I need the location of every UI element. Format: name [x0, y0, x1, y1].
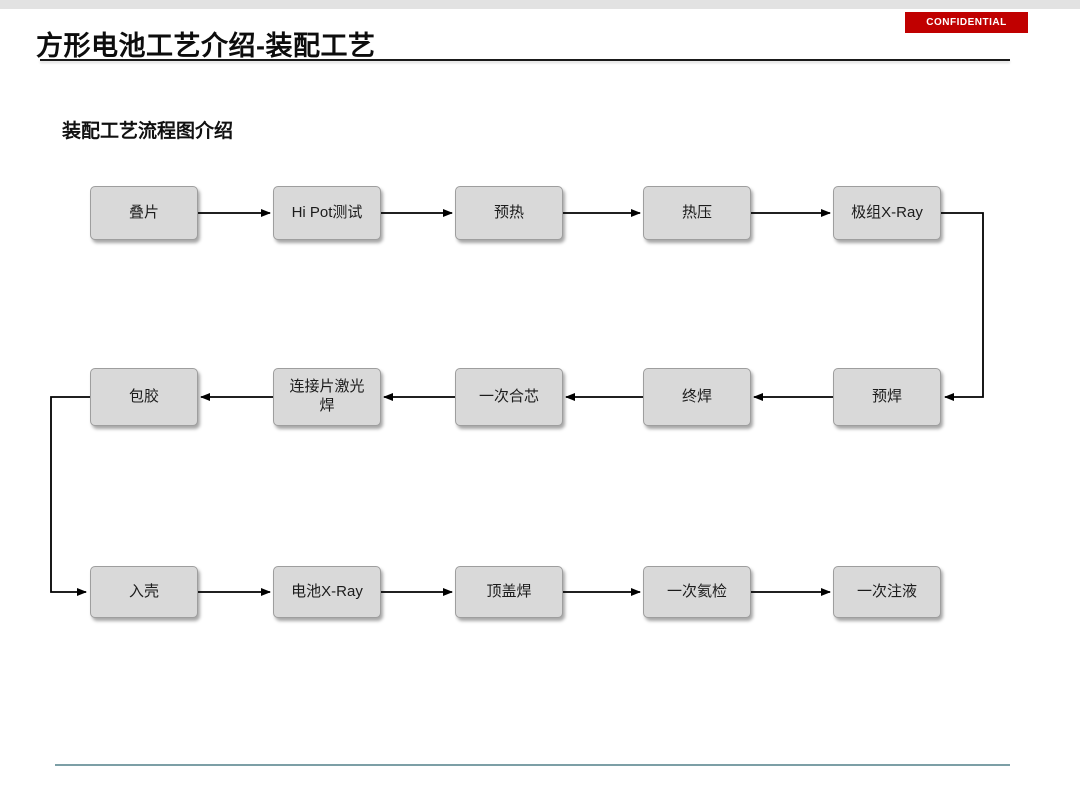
flow-node-r1c5: 极组X-Ray [833, 186, 941, 240]
flow-node-r3c5: 一次注液 [833, 566, 941, 618]
flow-node-r1c2: Hi Pot测试 [273, 186, 381, 240]
flow-node-r1c1: 叠片 [90, 186, 198, 240]
flow-node-r2c2: 连接片激光 焊 [273, 368, 381, 426]
flow-node-r2c4: 终焊 [643, 368, 751, 426]
flow-arrow [941, 212, 984, 401]
flow-node-r3c1: 入壳 [90, 566, 198, 618]
footer-line [55, 764, 1010, 766]
flow-node-r2c1: 包胶 [90, 368, 198, 426]
flow-arrow [50, 396, 90, 596]
flow-node-r2c3: 一次合芯 [455, 368, 563, 426]
flow-node-r3c4: 一次氦检 [643, 566, 751, 618]
title-underline [40, 59, 1010, 61]
flow-node-r2c5: 预焊 [833, 368, 941, 426]
flow-node-r1c3: 预热 [455, 186, 563, 240]
confidential-badge: CONFIDENTIAL [905, 12, 1028, 33]
flow-node-r1c4: 热压 [643, 186, 751, 240]
section-subtitle: 装配工艺流程图介绍 [62, 121, 234, 142]
flow-node-r3c2: 电池X-Ray [273, 566, 381, 618]
top-edge-strip [0, 0, 1080, 9]
flow-node-r3c3: 顶盖焊 [455, 566, 563, 618]
page-title: 方形电池工艺介绍-装配工艺 [36, 31, 376, 61]
